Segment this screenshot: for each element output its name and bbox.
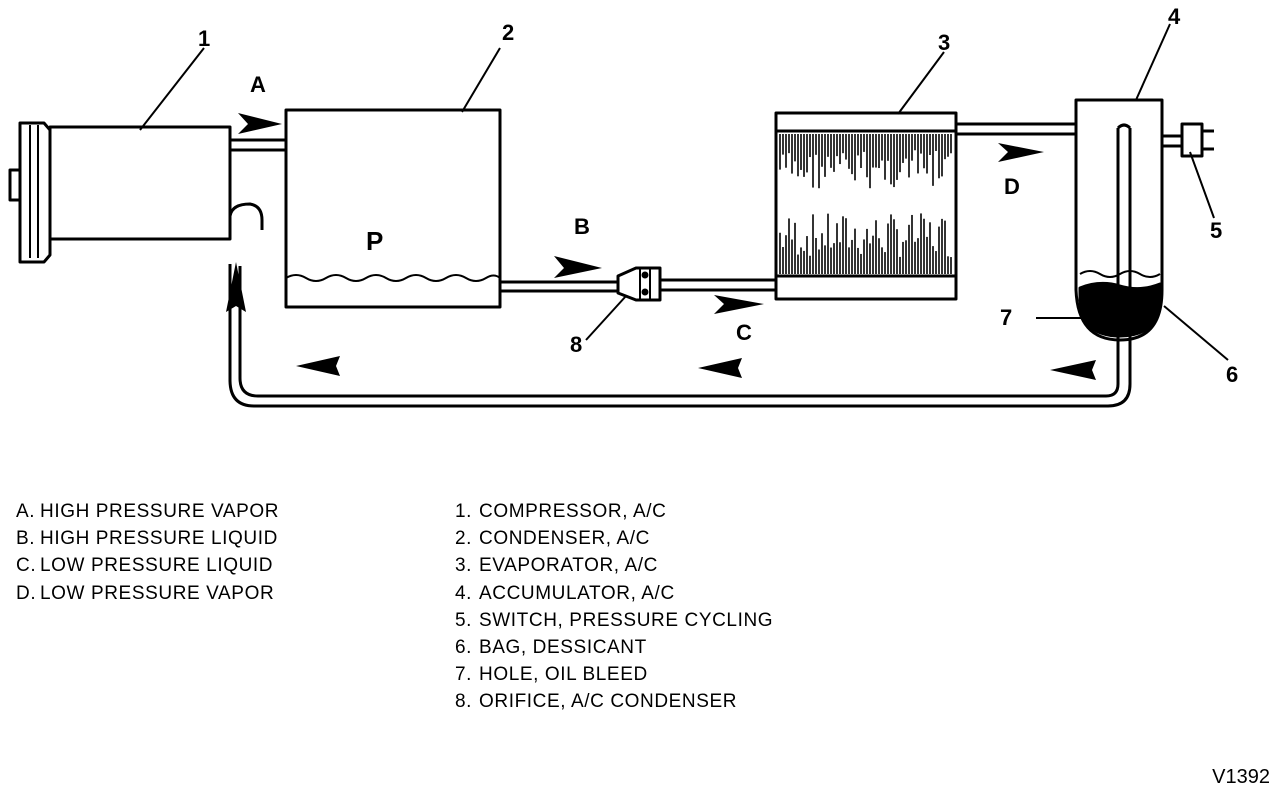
legend-part-text: SWITCH, PRESSURE CYCLING: [479, 609, 774, 631]
condenser: [284, 108, 502, 309]
legend-components: 1. COMPRESSOR, A/C 2. CONDENSER, A/C 3. EVAPO…: [455, 498, 773, 716]
legend-part-key: 6.: [455, 637, 473, 659]
legend-flow-item: D.LOW PRESSURE VAPOR: [16, 580, 279, 607]
legend-part-item: 7. HOLE, OIL BLEED: [455, 661, 773, 688]
callout-hole: 7: [1000, 305, 1012, 330]
legend-flow-text: HIGH PRESSURE VAPOR: [40, 501, 280, 522]
callout-orifice: 8: [570, 332, 582, 357]
legend-flow-key: C.: [16, 555, 37, 577]
legend-part-key: 7.: [455, 664, 473, 686]
evaporator: [774, 111, 958, 301]
callout-condenser: 2: [502, 20, 514, 45]
legend-part-item: 5. SWITCH, PRESSURE CYCLING: [455, 607, 773, 634]
flow-label-a: A: [250, 72, 266, 97]
callout-switch: 5: [1210, 218, 1222, 243]
legend-part-item: 3. EVAPORATOR, A/C: [455, 552, 773, 579]
legend-flow-item: A.HIGH PRESSURE VAPOR: [16, 498, 279, 525]
legend-part-text: EVAPORATOR, A/C: [479, 555, 658, 577]
legend-part-item: 4. ACCUMULATOR, A/C: [455, 580, 773, 607]
callout-evaporator: 3: [938, 30, 950, 55]
pipe-high-pressure-liquid: [500, 280, 628, 293]
pipe-low-pressure-liquid: [660, 278, 776, 292]
flow-arrows: [226, 113, 1130, 380]
legend-flow-key: B.: [16, 528, 36, 550]
callout-accumulator: 4: [1168, 4, 1181, 29]
orifice: [616, 266, 662, 302]
return-line: [228, 123, 1132, 408]
legend-flow-text: LOW PRESSURE LIQUID: [40, 555, 274, 577]
legend-part-key: 1.: [455, 501, 473, 522]
legend-part-item: 6. BAG, DESSICANT: [455, 634, 773, 661]
pressure-cycling-switch: [1162, 122, 1214, 158]
legend-part-text: ORIFICE, A/C CONDENSER: [479, 691, 738, 713]
leader-lines: [139, 23, 1229, 361]
flow-label-c: C: [736, 320, 752, 345]
legend-flow-key: A.: [16, 501, 36, 522]
condenser-mark: P: [366, 226, 383, 256]
legend-part-key: 4.: [455, 582, 473, 604]
figure-code: V1392: [1212, 766, 1270, 788]
legend-part-item: 8. ORIFICE, A/C CONDENSER: [455, 688, 773, 715]
legend-flow-text: HIGH PRESSURE LIQUID: [40, 528, 278, 550]
legend-part-key: 5.: [455, 609, 473, 631]
flow-label-d: D: [1004, 174, 1020, 199]
legend-flow-text: LOW PRESSURE VAPOR: [40, 582, 275, 604]
legend-part-text: COMPRESSOR, A/C: [479, 501, 667, 522]
legend-part-item: 2. CONDENSER, A/C: [455, 525, 773, 552]
compressor: [8, 121, 232, 264]
legend-part-item: 1. COMPRESSOR, A/C: [455, 498, 773, 525]
legend-part-key: 8.: [455, 691, 473, 713]
callout-compressor: 1: [198, 26, 210, 51]
pipe-high-pressure-vapor: [230, 138, 286, 152]
legend-part-text: BAG, DESSICANT: [479, 637, 647, 659]
legend-part-text: CONDENSER, A/C: [479, 528, 650, 550]
legend-part-text: HOLE, OIL BLEED: [479, 664, 648, 686]
legend-flow-key: D.: [16, 582, 37, 604]
legend-flow-item: B.HIGH PRESSURE LIQUID: [16, 525, 279, 552]
flow-label-b: B: [574, 214, 590, 239]
legend-part-key: 3.: [455, 555, 473, 577]
legend-flow-item: C.LOW PRESSURE LIQUID: [16, 552, 279, 579]
legend-part-key: 2.: [455, 528, 473, 550]
legend-part-text: ACCUMULATOR, A/C: [479, 582, 675, 604]
callout-bag: 6: [1226, 362, 1238, 387]
